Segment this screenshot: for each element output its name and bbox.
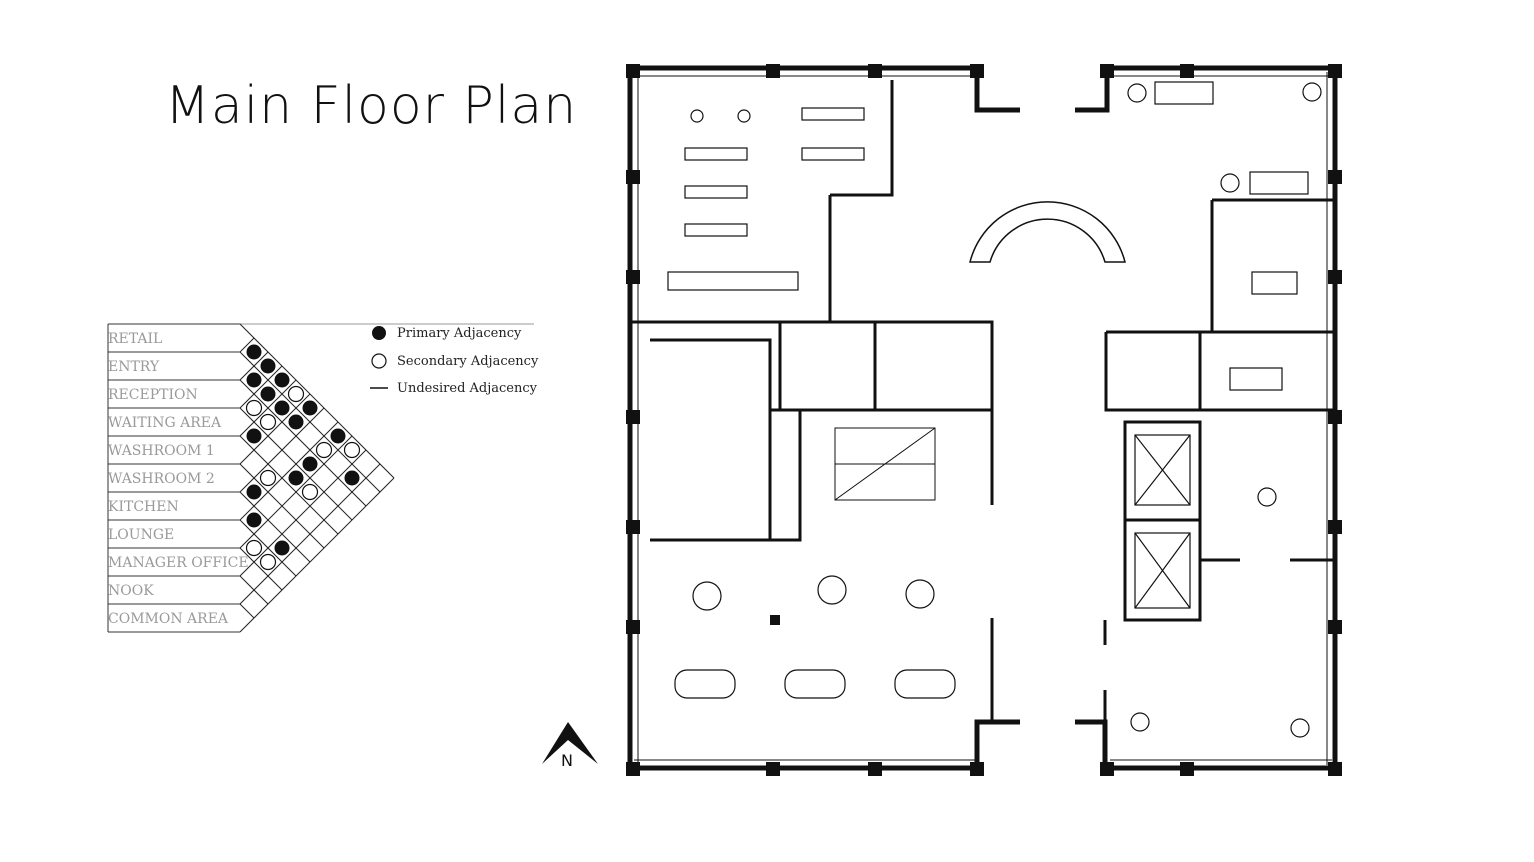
legend-undesired-label: Undesired Adjacency bbox=[397, 381, 538, 396]
matrix-diagonal bbox=[239, 407, 325, 493]
north-label: N bbox=[561, 751, 573, 770]
matrix-row-label: ENTRY bbox=[108, 359, 160, 375]
legend-primary-marker bbox=[372, 326, 386, 340]
primary-marker bbox=[274, 372, 290, 388]
matrix-row-label: NOOK bbox=[108, 583, 154, 599]
columns bbox=[626, 64, 1342, 776]
primary-marker bbox=[330, 428, 346, 444]
north-arrow: N bbox=[542, 722, 598, 770]
adjacency-matrix: RETAIL ENTRY RECEPTION WAITING AREA WASHROOM… bbox=[107, 323, 539, 633]
matrix-diagonal bbox=[239, 435, 339, 535]
matrix-row-labels: RETAIL ENTRY RECEPTION WAITING AREA WASHROOM… bbox=[107, 323, 249, 633]
matrix-row-label: KITCHEN bbox=[108, 499, 179, 515]
waiting-seating bbox=[1127, 81, 1322, 195]
primary-marker bbox=[246, 372, 262, 388]
matrix-diagonal bbox=[239, 463, 381, 605]
secondary-marker bbox=[315, 441, 333, 459]
lounge-tables bbox=[1130, 487, 1310, 738]
primary-marker bbox=[344, 470, 360, 486]
matrix-diagonal bbox=[239, 477, 395, 633]
matrix-diagonal bbox=[239, 379, 297, 437]
matrix-row-label: LOUNGE bbox=[108, 527, 174, 543]
elevators bbox=[1134, 434, 1191, 609]
matrix-diagonal bbox=[239, 547, 283, 591]
secondary-marker bbox=[301, 483, 319, 501]
primary-marker bbox=[260, 358, 276, 374]
exterior-walls bbox=[627, 65, 1338, 771]
matrix-diagonal bbox=[239, 603, 255, 619]
secondary-marker bbox=[245, 539, 263, 557]
secondary-marker bbox=[287, 385, 305, 403]
matrix-diagonal bbox=[239, 449, 367, 577]
primary-marker bbox=[288, 414, 304, 430]
primary-marker bbox=[246, 428, 262, 444]
primary-marker bbox=[260, 386, 276, 402]
legend-secondary-label: Secondary Adjacency bbox=[397, 354, 539, 369]
secondary-marker bbox=[343, 441, 361, 459]
primary-marker bbox=[302, 400, 318, 416]
window-strips bbox=[634, 72, 1332, 765]
matrix-row-label: WAITING AREA bbox=[108, 415, 222, 431]
legend: Primary Adjacency Secondary Adjacency Un… bbox=[370, 326, 539, 396]
matrix-diagonal bbox=[239, 379, 367, 507]
cafe-tables bbox=[674, 575, 956, 699]
matrix-diagonal bbox=[239, 365, 283, 409]
matrix-markers bbox=[245, 344, 361, 571]
matrix-row-label: COMMON AREA bbox=[108, 611, 229, 627]
matrix-diagonal bbox=[239, 421, 339, 521]
matrix-row-label: MANAGER OFFICE bbox=[108, 555, 249, 571]
primary-marker bbox=[274, 400, 290, 416]
matrix-row-label: WASHROOM 2 bbox=[108, 471, 215, 487]
secondary-marker bbox=[259, 413, 277, 431]
matrix-diagonal bbox=[239, 351, 269, 381]
matrix-row-label: RETAIL bbox=[108, 331, 162, 347]
matrix-row-label: RECEPTION bbox=[108, 387, 198, 403]
primary-marker bbox=[302, 456, 318, 472]
primary-marker bbox=[288, 470, 304, 486]
matrix-row-label: WASHROOM 1 bbox=[108, 443, 215, 459]
floor-plan: N bbox=[542, 64, 1342, 776]
secondary-marker bbox=[259, 469, 277, 487]
interior-walls bbox=[630, 80, 1335, 722]
reception-desk bbox=[969, 201, 1126, 263]
page-title: Main Floor Plan bbox=[165, 76, 578, 136]
secondary-marker bbox=[259, 553, 277, 571]
matrix-diagonal bbox=[239, 337, 255, 353]
matrix-grid bbox=[239, 323, 534, 633]
matrix-diagonal bbox=[239, 491, 311, 563]
primary-marker bbox=[246, 484, 262, 500]
matrix-diagonal bbox=[239, 435, 353, 549]
office-desk bbox=[1229, 271, 1298, 391]
primary-marker bbox=[246, 344, 262, 360]
legend-secondary-marker bbox=[371, 353, 387, 369]
legend-primary-label: Primary Adjacency bbox=[397, 326, 522, 341]
retail-shelves bbox=[667, 107, 865, 291]
primary-marker bbox=[246, 512, 262, 528]
secondary-marker bbox=[245, 399, 263, 417]
stair bbox=[834, 427, 936, 501]
matrix-diagonal bbox=[239, 393, 311, 465]
matrix-diagonal bbox=[239, 323, 395, 479]
primary-marker bbox=[274, 540, 290, 556]
